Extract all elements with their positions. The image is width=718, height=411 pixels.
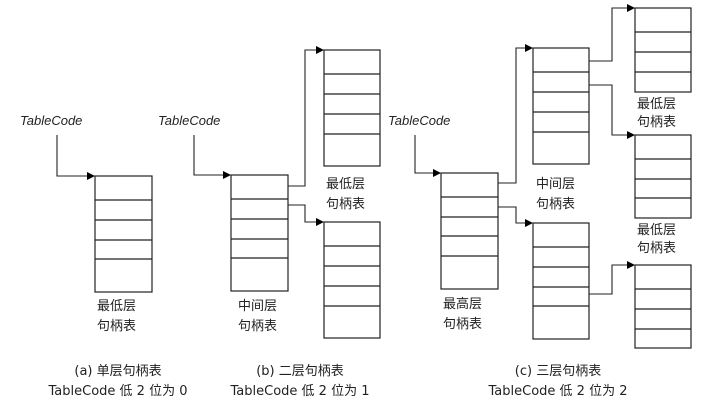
panel-subcaption: TableCode 低 2 位为 2 — [488, 384, 628, 399]
table-label-line2: 句柄表 — [238, 319, 277, 334]
table-label-line1: 最低层 — [326, 177, 365, 192]
panel-a: TableCode 最低层 句柄表 (a) 单层句柄表 TableCode 低 … — [20, 113, 187, 399]
panel-c: TableCode 最高层 句柄表 中间层 句柄表 — [388, 4, 692, 399]
entry-arrow — [288, 46, 324, 187]
table-label-line1: 最低层 — [637, 97, 676, 112]
panel-caption: (a) 单层句柄表 — [74, 364, 161, 379]
tablecode-label: TableCode — [20, 113, 82, 128]
entry-arrow — [498, 44, 533, 184]
table-label-line1: 最低层 — [637, 223, 676, 238]
entry-arrow — [589, 4, 635, 62]
middle-handle-table — [230, 174, 289, 292]
table-label-line1: 最高层 — [443, 296, 482, 312]
lowest-handle-table — [634, 134, 692, 219]
table-label-line2: 句柄表 — [97, 319, 136, 334]
tablecode-label: TableCode — [388, 113, 450, 128]
panel-subcaption: TableCode 低 2 位为 1 — [230, 384, 370, 399]
lowest-handle-table — [323, 221, 381, 339]
panel-b: TableCode 最低层 句柄表 中间层 句柄表 (b) — [158, 46, 381, 399]
tablecode-label: TableCode — [158, 113, 220, 128]
lowest-handle-table — [634, 264, 692, 349]
panel-caption: (b) 二层句柄表 — [256, 364, 344, 379]
entry-arrow — [498, 206, 533, 227]
pointer-arrow — [193, 135, 231, 179]
table-label-line1: 中间层 — [536, 177, 575, 192]
lowest-handle-table — [634, 7, 692, 93]
pointer-arrow — [414, 135, 441, 177]
panel-subcaption: TableCode 低 2 位为 0 — [48, 384, 188, 399]
entry-arrow — [288, 204, 324, 226]
table-label-line1: 最低层 — [97, 299, 136, 314]
entry-arrow — [589, 261, 635, 295]
middle-handle-table — [532, 222, 590, 340]
table-label-line2: 句柄表 — [536, 197, 575, 212]
table-label-line2: 句柄表 — [443, 317, 482, 332]
lowest-handle-table — [323, 49, 381, 167]
table-label-line1: 中间层 — [238, 299, 277, 314]
table-label-line2: 句柄表 — [326, 197, 365, 212]
middle-handle-table — [532, 47, 590, 165]
highest-handle-table — [440, 172, 499, 290]
table-label-line2: 句柄表 — [637, 241, 676, 256]
table-label-line2: 句柄表 — [637, 115, 676, 130]
pointer-arrow — [56, 135, 95, 180]
entry-arrow — [589, 84, 635, 139]
lowest-handle-table — [94, 175, 153, 293]
panel-caption: (c) 三层句柄表 — [515, 364, 601, 379]
